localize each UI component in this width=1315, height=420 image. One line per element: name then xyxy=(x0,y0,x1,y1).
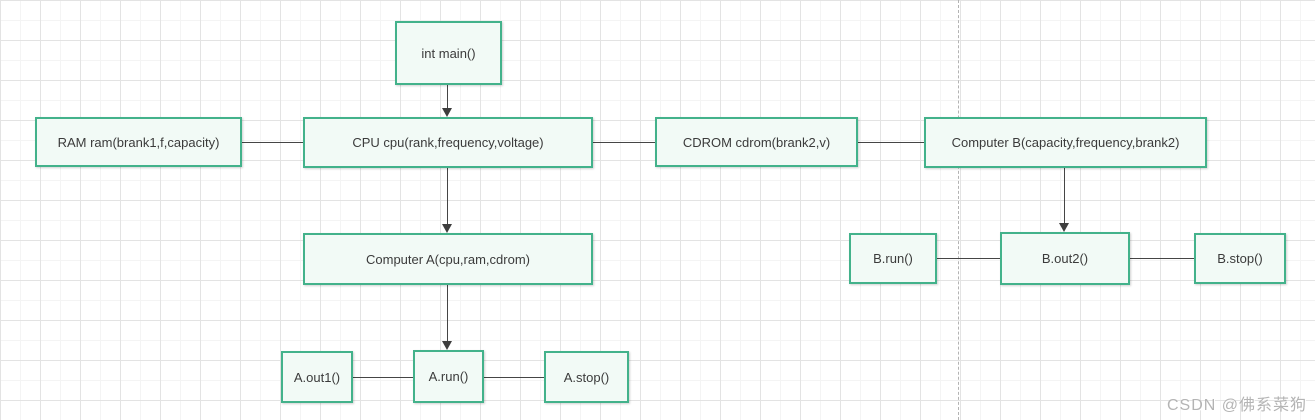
node-computer-a: Computer A(cpu,ram,cdrom) xyxy=(303,233,593,285)
csdn-watermark: CSDN @佛系菜狗 xyxy=(1166,397,1307,414)
edge-b-out2-to-b-stop xyxy=(1130,258,1194,259)
node-cdrom-label: CDROM cdrom(brank2,v) xyxy=(682,134,831,150)
node-int-main-label: int main() xyxy=(421,45,476,61)
edge-cdrom-to-computer-b xyxy=(858,142,924,143)
node-a-stop-label: A.stop() xyxy=(563,369,610,385)
node-b-stop: B.stop() xyxy=(1194,233,1286,284)
edge-cpu-to-computer-a xyxy=(447,168,448,225)
node-computer-b-label: Computer B(capacity,frequency,brank2) xyxy=(951,135,1180,150)
node-cpu: CPU cpu(rank,frequency,voltage) xyxy=(303,117,593,168)
node-a-stop: A.stop() xyxy=(544,351,629,403)
edge-ram-to-cpu xyxy=(242,142,303,143)
node-computer-a-label: Computer A(cpu,ram,cdrom) xyxy=(366,251,530,267)
edge-computer-b-to-b-out2 xyxy=(1064,168,1065,224)
node-b-out2: B.out2() xyxy=(1000,232,1130,285)
node-ram-label: RAM ram(brank1,f,capacity) xyxy=(57,134,220,150)
node-a-out1-label: A.out1() xyxy=(293,369,341,385)
edge-cpu-to-cdrom xyxy=(593,142,655,143)
node-a-run-label: A.run() xyxy=(428,369,469,384)
node-b-run-label: B.run() xyxy=(873,251,913,266)
node-a-out1: A.out1() xyxy=(281,351,353,403)
node-a-run: A.run() xyxy=(413,350,484,403)
edge-a-out1-to-a-run xyxy=(353,377,413,378)
node-cpu-label: CPU cpu(rank,frequency,voltage) xyxy=(352,135,544,150)
edge-main-to-cpu xyxy=(447,85,448,110)
node-b-out2-label: B.out2() xyxy=(1041,251,1089,266)
edge-computer-a-to-a-run xyxy=(447,285,448,342)
node-computer-b: Computer B(capacity,frequency,brank2) xyxy=(924,117,1207,168)
node-int-main: int main() xyxy=(395,21,502,85)
arrowhead-cpu-to-computer-a xyxy=(442,224,452,233)
arrowhead-computer-b-to-b-out2 xyxy=(1059,223,1069,232)
node-cdrom: CDROM cdrom(brank2,v) xyxy=(655,117,858,167)
page-break-guide-line xyxy=(958,0,959,420)
edge-b-run-to-b-out2 xyxy=(937,258,1000,259)
edge-a-run-to-a-stop xyxy=(484,377,544,378)
arrowhead-computer-a-to-a-run xyxy=(442,341,452,350)
node-b-run: B.run() xyxy=(849,233,937,284)
node-b-stop-label: B.stop() xyxy=(1217,251,1263,266)
arrowhead-main-to-cpu xyxy=(442,108,452,117)
node-ram: RAM ram(brank1,f,capacity) xyxy=(35,117,242,167)
